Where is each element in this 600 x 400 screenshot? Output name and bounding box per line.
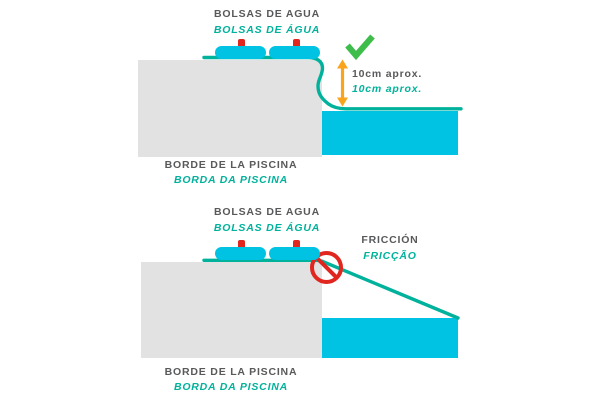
water-bag	[215, 46, 266, 59]
pool-water-2	[322, 318, 458, 358]
pool-border-caption2-es: BORDE DE LA PISCINA	[164, 366, 298, 378]
water-bag	[269, 46, 320, 59]
pool-border-caption2-pt: BORDA DA PISCINA	[173, 381, 289, 393]
water-bags-title-es: BOLSAS DE AGUA	[214, 8, 320, 20]
pool-water	[322, 111, 458, 155]
friction-label-pt: FRICÇÃO	[363, 250, 417, 262]
pool-border-block-2	[141, 262, 322, 358]
friction-label-es: FRICCIÓN	[361, 234, 419, 246]
water-bag-valve	[238, 240, 245, 250]
measurement-label-es: 10cm aprox.	[352, 68, 423, 80]
pool-border-caption-es: BORDE DE LA PISCINA	[164, 159, 298, 171]
water-bag	[215, 247, 266, 260]
water-bags-title2-pt: BOLSAS DE ÁGUA	[213, 222, 321, 234]
water-bags-title2-es: BOLSAS DE AGUA	[214, 206, 320, 218]
water-bags-title-pt: BOLSAS DE ÁGUA	[213, 24, 321, 36]
water-bag-valve	[238, 39, 245, 49]
water-bag-valve	[293, 240, 300, 250]
water-bag	[269, 247, 320, 260]
pool-border-caption-pt: BORDA DA PISCINA	[173, 174, 289, 186]
water-bag-valve	[293, 39, 300, 49]
pool-border-block	[138, 60, 322, 157]
measurement-label-pt: 10cm aprox.	[352, 83, 423, 95]
